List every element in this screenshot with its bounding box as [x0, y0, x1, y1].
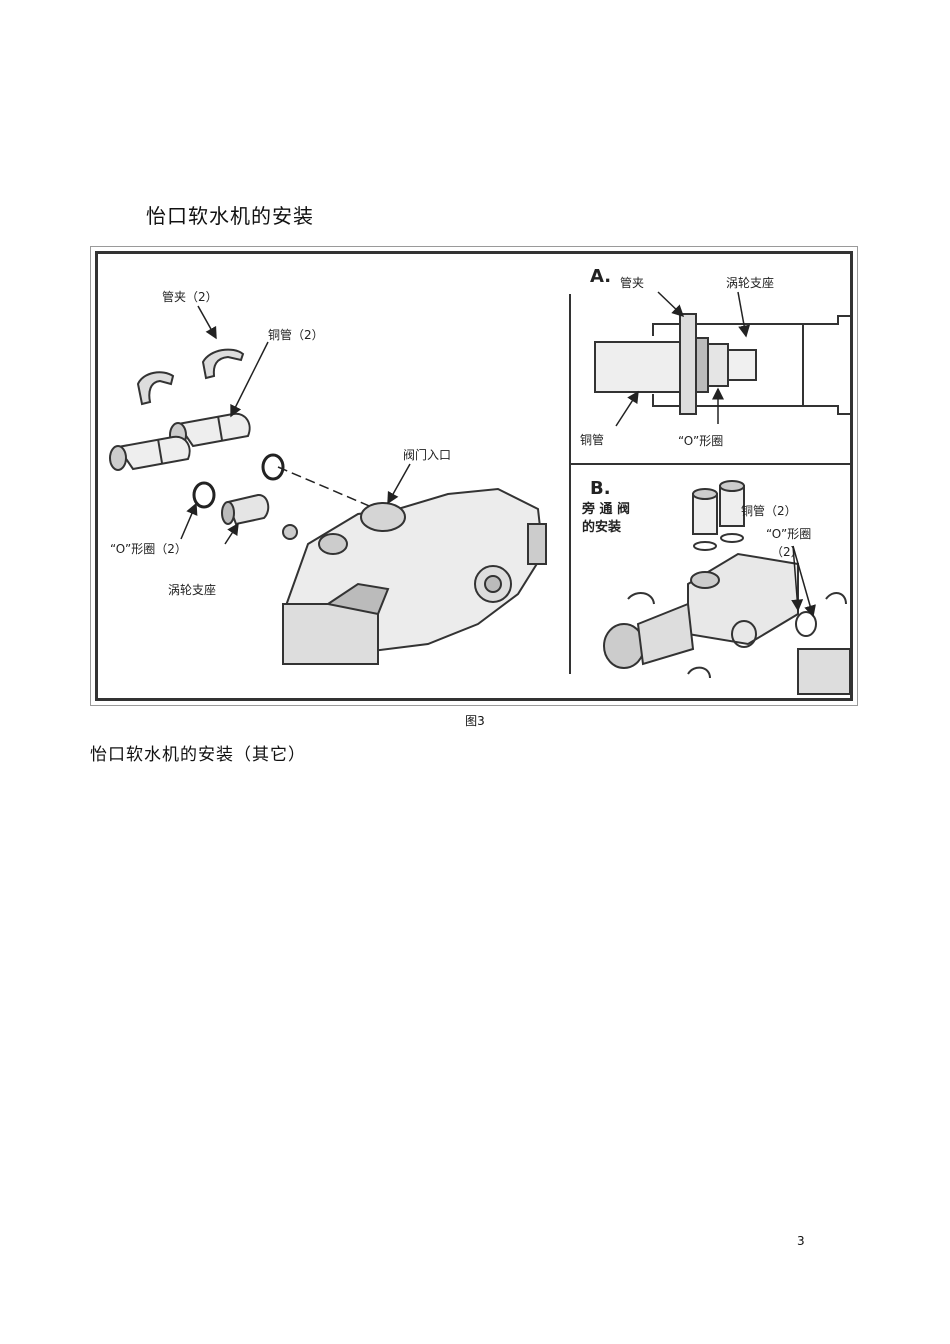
panel-a-cross-section: [594, 313, 850, 415]
label-copper-pipe: 铜管（2）: [268, 327, 324, 342]
figure-caption: 图3: [465, 714, 485, 728]
bypass-valve-icon: [603, 480, 851, 695]
panel-b-label-bypass-line2: 的安装: [582, 519, 621, 535]
copper-pipe-icon: [109, 412, 251, 471]
turbine-seat-icon: [221, 494, 298, 540]
panel-b-label-copper-pipe: 铜管（2）: [741, 503, 797, 518]
main-label-arrows: [180, 305, 411, 545]
o-ring-icon: [192, 453, 285, 509]
pipe-clip-icon: [136, 348, 245, 406]
label-valve-inlet: 阀门入口: [403, 447, 451, 462]
installation-diagram: 管夹（2） 铜管（2） 阀门入口 “O”形圈（2） 涡轮支座 A.: [109, 266, 851, 695]
panel-a-letter: A.: [590, 266, 611, 287]
label-turbine-seat: 涡轮支座: [168, 582, 216, 597]
page-number: 3: [797, 1234, 805, 1248]
panel-b-letter: B.: [590, 478, 611, 499]
panel-b-label-bypass-line1: 旁 通 阀: [581, 501, 630, 517]
figure-border: 管夹（2） 铜管（2） 阀门入口 “O”形圈（2） 涡轮支座 A.: [95, 251, 853, 701]
panel-b-label-o-ring-line1: “O”形圈: [766, 527, 811, 541]
installation-figure: 管夹（2） 铜管（2） 阀门入口 “O”形圈（2） 涡轮支座 A.: [90, 246, 858, 706]
panel-a-label-o-ring: “O”形圈: [678, 434, 723, 448]
panel-b-clips: [627, 592, 847, 679]
panel-a-label-copper-pipe: 铜管: [580, 432, 604, 447]
valve-body-icon: [281, 487, 547, 665]
page-heading: 怡口软水机的安装: [146, 204, 314, 228]
panel-a-label-turbine-seat: 涡轮支座: [726, 275, 774, 290]
panel-b-arrows: [791, 545, 816, 618]
section-heading: 怡口软水机的安装（其它）: [90, 745, 306, 765]
panel-a-label-pipe-clip: 管夹: [620, 275, 644, 290]
panel-a-arrows: [615, 291, 751, 427]
label-pipe-clip: 管夹（2）: [162, 289, 218, 304]
panel-b-label-o-ring-line2: （2）: [771, 545, 803, 559]
label-o-ring: “O”形圈（2）: [110, 542, 187, 556]
